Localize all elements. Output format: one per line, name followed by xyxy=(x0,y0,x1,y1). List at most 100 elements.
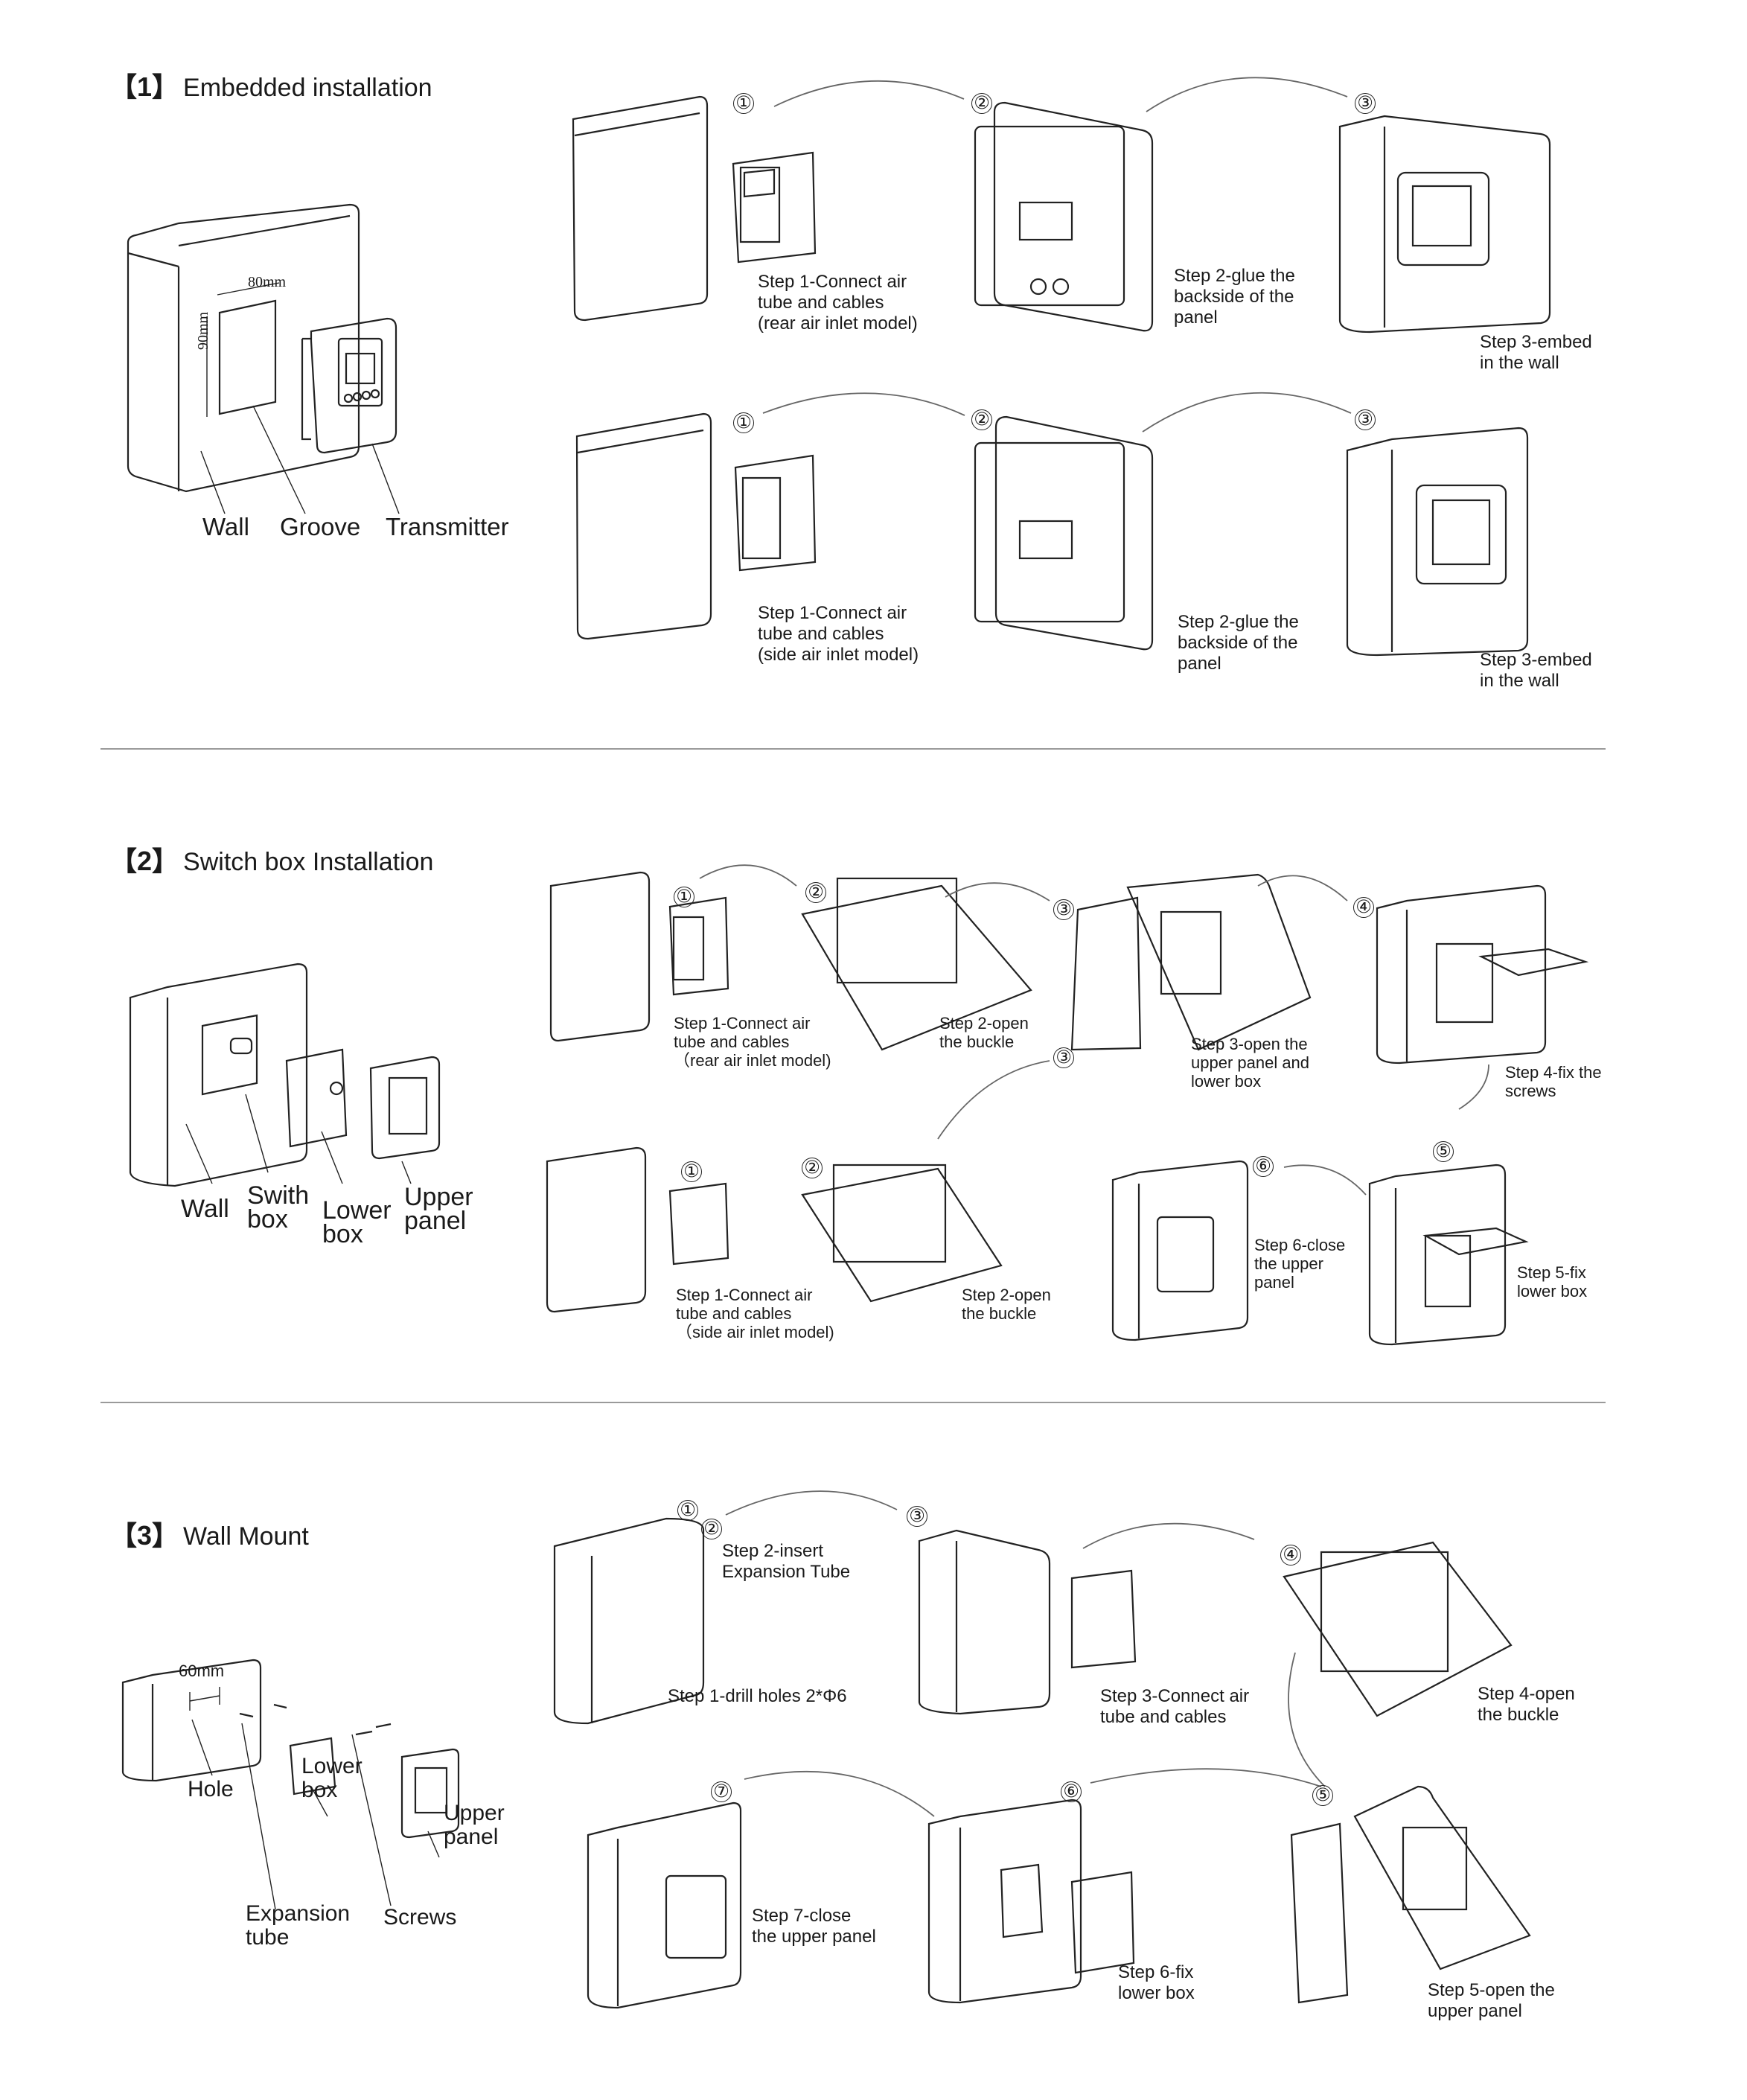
step-label: Step 3-Connect air tube and cables xyxy=(1100,1686,1250,1727)
step-label: Step 2-glue the backside of the panel xyxy=(1178,612,1299,674)
s3-step4-device xyxy=(1283,1541,1513,1717)
s2-lower-box xyxy=(285,1048,348,1148)
s2-switch-box xyxy=(201,1014,258,1096)
label-wall: Wall xyxy=(181,1195,229,1223)
s1r1-step1-wall xyxy=(572,95,709,322)
step-number-1: ① xyxy=(681,1161,702,1182)
arrow-s2r2-2-3 xyxy=(937,1060,1050,1140)
step-number-5: ⑤ xyxy=(1312,1785,1333,1806)
label-upper-panel: Upper panel xyxy=(404,1183,473,1235)
step-label: Step 1-Connect air tube and cables (side… xyxy=(758,603,919,665)
step-number-5: ⑤ xyxy=(1433,1141,1454,1162)
arrow-s3-3-4 xyxy=(1082,1522,1255,1549)
arrow-s3-4-5 xyxy=(1288,1652,1326,1787)
step-number-3: ③ xyxy=(1053,899,1074,920)
s3-step1-wall xyxy=(553,1517,705,1725)
dimension-lines xyxy=(206,282,280,417)
arrow-s1r1-1-2 xyxy=(773,80,965,107)
step-number-7: ⑦ xyxy=(711,1781,732,1802)
transmitter-illustration xyxy=(301,317,397,454)
label-expansion-tube: Expansion tube xyxy=(246,1901,351,1950)
section-title-text: Switch box Installation xyxy=(183,848,434,876)
step-label: Step 2-insert Expansion Tube xyxy=(722,1541,851,1582)
label-lower-box: Lower box xyxy=(322,1196,392,1248)
s2r1-step3-device xyxy=(1070,873,1312,1051)
arrow-s1r2-1-2 xyxy=(762,392,965,416)
step-label: Step 4-open the buckle xyxy=(1478,1684,1575,1725)
arrow-s2-5-6 xyxy=(1283,1164,1367,1196)
wall-illustration xyxy=(127,203,360,493)
step-label: Step 5-fix lower box xyxy=(1517,1263,1588,1300)
dimension-width-label: 80mm xyxy=(248,274,287,290)
step-number-1: ① xyxy=(674,887,694,907)
section-title-text: Embedded installation xyxy=(183,74,432,102)
step-label: Step 2-glue the backside of the panel xyxy=(1174,266,1295,328)
s3-step6-wall xyxy=(927,1799,1135,2004)
s1r2-step1-device xyxy=(734,454,817,572)
section-divider xyxy=(100,1402,1606,1403)
step-label: Step 3-embed in the wall xyxy=(1480,332,1592,373)
step-label: Step 1-Connect air tube and cables (rear… xyxy=(758,272,918,333)
s1r2-step2-panel xyxy=(974,415,1154,651)
step-number-1: ① xyxy=(733,412,754,433)
label-lower-box: Lower box xyxy=(301,1754,363,1802)
s1r2-step1-wall xyxy=(575,412,712,640)
step-number-4: ④ xyxy=(1353,897,1374,918)
step-label: Step 2-open the buckle xyxy=(939,1014,1029,1051)
section-divider xyxy=(100,748,1606,750)
label-hole: Hole xyxy=(188,1777,234,1801)
s1r1-step3-wall xyxy=(1338,115,1551,333)
s2r2-step5-wall xyxy=(1368,1164,1529,1346)
step-number-6: ⑥ xyxy=(1253,1156,1274,1177)
section-number: 【3】 xyxy=(110,1520,179,1551)
s2r1-step1-device xyxy=(668,896,729,996)
label-transmitter: Transmitter xyxy=(386,513,509,540)
step-label: Step 6-fix lower box xyxy=(1118,1962,1195,2003)
s3-upper-panel xyxy=(400,1748,460,1839)
arrow-s3-6-7 xyxy=(744,1770,935,1817)
step-label: Step 3-open the upper panel and lower bo… xyxy=(1191,1035,1310,1091)
step-number-6: ⑥ xyxy=(1061,1781,1082,1802)
step-number-2: ② xyxy=(802,1158,823,1178)
label-upper-panel: Upper panel xyxy=(444,1801,505,1849)
step-number-1: ① xyxy=(733,93,754,114)
groove-illustration xyxy=(218,299,277,415)
s2-wall-illustration xyxy=(129,963,308,1187)
step-number-2: ② xyxy=(971,93,992,114)
step-number-3: ③ xyxy=(1053,1047,1074,1068)
s2-leader-lines xyxy=(185,1094,412,1184)
label-wall: Wall xyxy=(202,513,249,540)
step-label: Step 1-drill holes 2*Φ6 xyxy=(668,1686,847,1706)
step-number-2: ② xyxy=(701,1519,722,1539)
step-label: Step 2-open the buckle xyxy=(962,1286,1051,1323)
s2r1-step2-device xyxy=(801,877,1032,1051)
dimension-height-label: 90mm xyxy=(195,311,211,350)
label-switch-box: Swith box xyxy=(247,1181,310,1233)
s2r1-step1-wall xyxy=(549,871,651,1042)
step-label: Step 6-close the upper panel xyxy=(1254,1236,1346,1292)
label-screws: Screws xyxy=(383,1905,457,1930)
step-label: Step 1-Connect air tube and cables （rear… xyxy=(674,1014,831,1070)
s1r1-step1-device xyxy=(732,151,817,264)
step-number-4: ④ xyxy=(1280,1545,1301,1566)
s3-lower-box xyxy=(289,1737,336,1796)
step-label: Step 7-close the upper panel xyxy=(752,1906,876,1947)
section-title-embedded: 【1】Embedded installation xyxy=(110,66,432,104)
arrow-s2-2-3 xyxy=(945,882,1050,901)
s3-screws xyxy=(239,1703,392,1736)
arrow-s3-5-6 xyxy=(1090,1768,1322,1787)
arrow-s2-1-2 xyxy=(699,864,797,887)
step-number-2: ② xyxy=(805,882,826,903)
s1r1-step2-panel xyxy=(974,101,1154,332)
step-number-1: ① xyxy=(677,1500,698,1521)
s2r1-step4-wall xyxy=(1376,884,1589,1065)
s3-step7-wall xyxy=(587,1801,742,2009)
section-number: 【1】 xyxy=(110,71,179,102)
arrow-s1r2-2-3 xyxy=(1142,392,1352,433)
leader-lines-section1 xyxy=(200,405,400,514)
step-label: Step 3-embed in the wall xyxy=(1480,650,1592,691)
s2r2-step2-device xyxy=(801,1164,1003,1303)
step-number-3: ③ xyxy=(1355,409,1376,430)
step-label: Step 4-fix the screws xyxy=(1505,1063,1602,1100)
arrow-s1r1-2-3 xyxy=(1146,77,1348,112)
